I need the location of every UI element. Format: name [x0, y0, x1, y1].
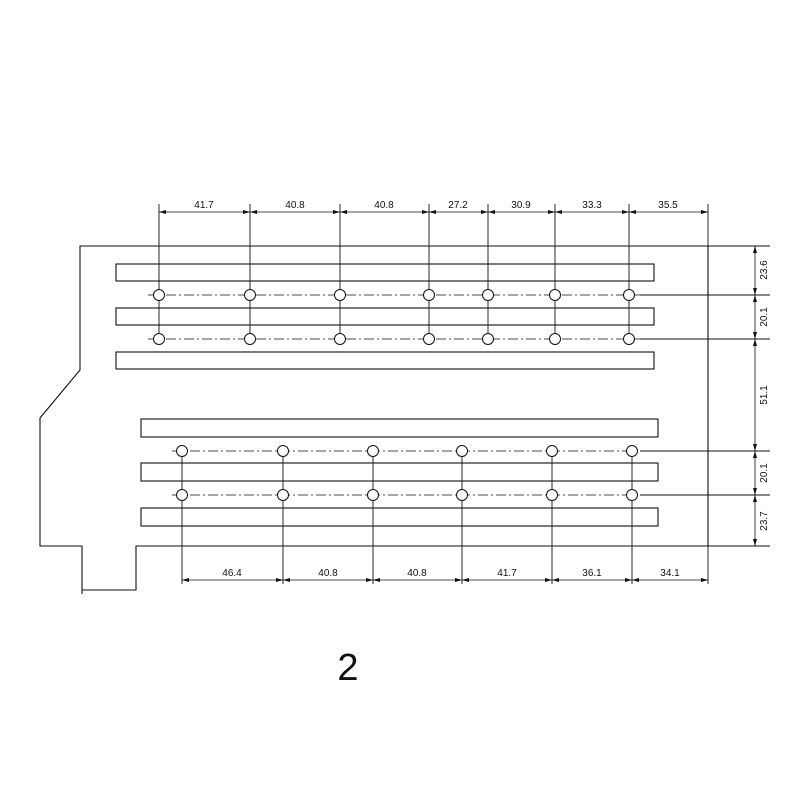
- dim-top-2: 40.8: [285, 200, 305, 211]
- slot-upper-1: [115, 263, 655, 282]
- figure-label: 2: [337, 647, 358, 689]
- dim-bottom-4: 41.7: [497, 568, 517, 579]
- hole: [153, 289, 165, 301]
- hole: [482, 289, 494, 301]
- hole: [423, 333, 435, 345]
- hole: [153, 333, 165, 345]
- hole: [456, 489, 468, 501]
- dim-right-5: 23.7: [759, 511, 770, 531]
- hole: [546, 489, 558, 501]
- dim-right-4: 20.1: [759, 463, 770, 483]
- dim-bottom-2: 40.8: [318, 568, 338, 579]
- hole: [277, 445, 289, 457]
- hole: [334, 333, 346, 345]
- hole: [456, 445, 468, 457]
- hole: [367, 445, 379, 457]
- dim-top-3: 40.8: [374, 200, 394, 211]
- hole: [244, 289, 256, 301]
- holes-row-2: [153, 333, 635, 345]
- hole: [277, 489, 289, 501]
- holes-row-1: [153, 289, 635, 301]
- dim-top-5: 30.9: [511, 200, 531, 211]
- hole: [626, 489, 638, 501]
- hole: [546, 445, 558, 457]
- dim-arrows-right: [753, 246, 757, 546]
- dim-arrows-top: [159, 210, 708, 214]
- hole: [176, 489, 188, 501]
- board-outline: [39, 245, 709, 591]
- slot-lower-1: [140, 418, 659, 438]
- dim-top-6: 33.3: [582, 200, 602, 211]
- hole: [176, 445, 188, 457]
- dim-bottom-1: 46.4: [222, 568, 242, 579]
- dim-bottom-5: 36.1: [582, 568, 602, 579]
- dim-top-4: 27.2: [448, 200, 468, 211]
- hole: [623, 333, 635, 345]
- dim-bottom-6: 34.1: [660, 568, 680, 579]
- holes-row-4: [176, 489, 638, 501]
- slot-lower-3: [140, 507, 659, 527]
- dim-bottom-3: 40.8: [407, 568, 427, 579]
- dim-right-1: 23.6: [759, 260, 770, 280]
- hole: [549, 333, 561, 345]
- hole: [482, 333, 494, 345]
- hole: [367, 489, 379, 501]
- hole: [334, 289, 346, 301]
- hole: [423, 289, 435, 301]
- slot-lower-2: [140, 462, 659, 482]
- hole: [623, 289, 635, 301]
- dim-top-1: 41.7: [194, 200, 214, 211]
- hole: [626, 445, 638, 457]
- dim-arrows-bottom: [182, 578, 708, 582]
- dim-top-7: 35.5: [658, 200, 678, 211]
- slot-upper-3: [115, 351, 655, 370]
- slot-upper-2: [115, 307, 655, 326]
- hole: [549, 289, 561, 301]
- holes-row-3: [176, 445, 638, 457]
- hole: [244, 333, 256, 345]
- dim-right-3: 51.1: [759, 385, 770, 405]
- dim-right-2: 20.1: [759, 307, 770, 327]
